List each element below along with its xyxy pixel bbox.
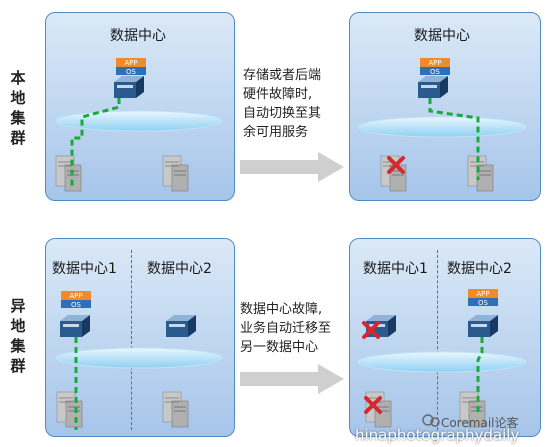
server-icon	[55, 155, 82, 192]
link-line	[428, 98, 480, 180]
panel-title: 数据中心	[414, 28, 470, 44]
panel-title: 数据中心2	[147, 261, 212, 277]
description-line: 业务自动迁移至	[240, 321, 332, 336]
storage-box-icon	[166, 315, 196, 337]
watermark-site: hinaphotographydaily	[355, 426, 520, 444]
storage-disk	[357, 351, 527, 373]
app-os-box	[61, 291, 91, 308]
storage-disk	[357, 116, 527, 138]
watermark-brand: Coremail论客	[441, 416, 519, 430]
app-os-box	[420, 58, 450, 75]
server-icon	[162, 155, 189, 192]
datacenter-divider	[437, 250, 438, 430]
app-os-box	[468, 289, 498, 306]
description-local: 存储或者后端 硬件故障时, 自动切换至其 余可用服务	[243, 66, 321, 142]
description-line: 硬件故障时,	[243, 87, 313, 102]
description-line: 数据中心故障,	[240, 302, 323, 317]
panel-title: 数据中心1	[363, 261, 428, 277]
datacenter-divider	[131, 250, 132, 430]
server-icon	[467, 155, 494, 192]
storage-disk	[55, 347, 223, 369]
storage-box-icon	[366, 315, 396, 337]
panel-title: 数据中心	[110, 28, 166, 44]
storage-box-icon	[114, 76, 144, 98]
server-icon	[56, 391, 83, 428]
arrow-right-icon	[240, 364, 344, 394]
server-icon	[162, 391, 189, 428]
storage-disk	[55, 110, 223, 132]
row-label-remote-cluster: 异地集群	[10, 297, 26, 375]
arrow-right-icon	[240, 152, 344, 182]
storage-box-icon	[468, 315, 498, 337]
app-os-box	[116, 58, 146, 75]
description-remote: 数据中心故障, 业务自动迁移至 另一数据中心	[240, 300, 331, 357]
panel-title: 数据中心2	[447, 261, 512, 277]
watermark-logo-icon	[422, 414, 440, 427]
description-line: 余可用服务	[243, 125, 309, 140]
storage-box-icon	[418, 76, 448, 98]
panel-title: 数据中心1	[52, 261, 117, 277]
description-line: 自动切换至其	[243, 106, 322, 121]
description-line: 另一数据中心	[240, 340, 319, 355]
row-label-local-cluster: 本地集群	[10, 69, 26, 147]
storage-box-icon	[60, 315, 90, 337]
description-line: 存储或者后端	[243, 68, 322, 83]
